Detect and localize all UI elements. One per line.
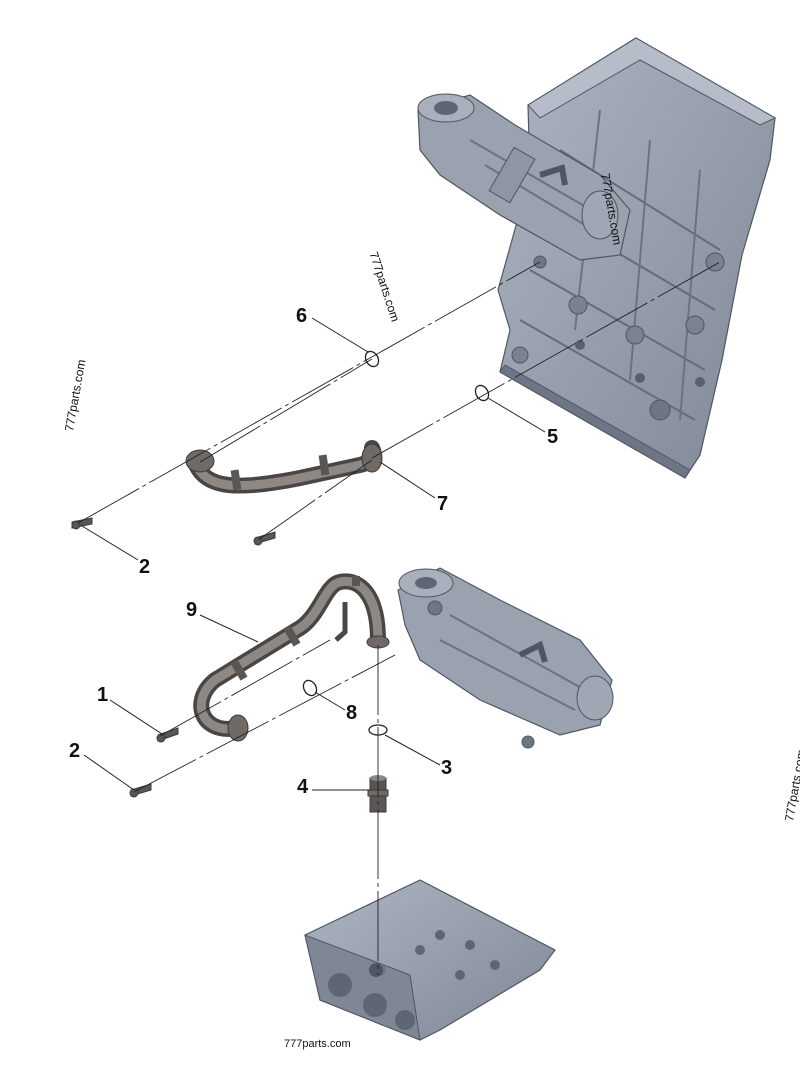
egr-cooler-upper	[417, 93, 631, 269]
assembly-lines	[77, 261, 721, 975]
coolant-pipe-7	[185, 440, 383, 494]
engine-block	[497, 37, 777, 479]
callout-9: 9	[186, 599, 198, 621]
callout-5: 5	[547, 426, 559, 448]
bolts	[71, 517, 276, 798]
callout-4: 4	[297, 776, 309, 798]
callout-8: 8	[346, 702, 358, 724]
callout-7: 7	[437, 493, 449, 515]
callout-1: 1	[97, 684, 109, 706]
egr-cooler-lower	[397, 567, 614, 749]
cylinder-head	[304, 879, 556, 1041]
coolant-pipe-9	[193, 573, 390, 742]
callout-2-lower: 2	[69, 740, 81, 762]
leader-lines	[81, 317, 546, 791]
callout-3: 3	[441, 757, 453, 779]
callout-6: 6	[296, 305, 308, 327]
callout-2-upper: 2	[139, 556, 151, 578]
watermark-text: 777parts.com	[284, 1038, 351, 1050]
